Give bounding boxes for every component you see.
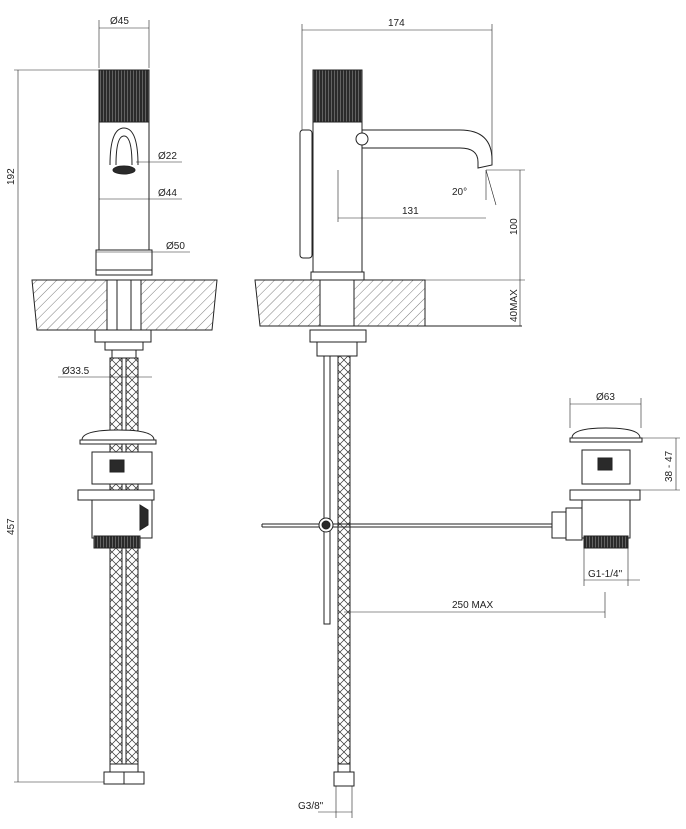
dim-body: Ø44 [99, 188, 182, 200]
dim-waste-range-label: 38 - 47 [664, 450, 675, 482]
front-view: Ø45 Ø22 Ø44 Ø50 [6, 16, 218, 785]
dim-height: 192 [6, 69, 99, 280]
pull-rod [323, 355, 331, 625]
dim-spout-reach: 131 [337, 170, 486, 222]
dim-total-height-label: 457 [6, 518, 17, 535]
dim-rod-length-label: 250 MAX [452, 600, 493, 611]
side-hose-nut [333, 771, 355, 787]
dim-spout-height-label: 100 [509, 218, 520, 235]
side-base [310, 271, 365, 281]
shank-side [319, 279, 355, 327]
dim-spout-reach-label: 131 [402, 206, 419, 217]
hose-right [125, 357, 139, 773]
waste-front [77, 429, 157, 549]
dim-height-label: 192 [6, 168, 17, 185]
dim-rod-length: 250 MAX [344, 592, 606, 618]
dim-lever-hole: Ø22 [136, 151, 182, 163]
dim-deck-thickness-label: 40MAX [509, 289, 520, 322]
fixing-nut-lower [104, 341, 144, 351]
dim-base: Ø50 [96, 241, 190, 253]
side-body [312, 121, 363, 276]
dim-spout-height: 100 [486, 169, 525, 280]
dim-top-diameter: Ø45 [98, 16, 150, 68]
dim-spout-angle-label: 20° [452, 187, 467, 198]
spout [361, 129, 493, 169]
waste-cap [571, 427, 641, 439]
lever-hole [109, 127, 139, 175]
side-hose [337, 355, 351, 773]
dim-lever-hole-label: Ø22 [158, 151, 177, 162]
dim-waste-thread-label: G1-1/4" [588, 569, 623, 580]
hose-nut-left [103, 771, 125, 785]
dim-waste-diameter: Ø63 [569, 392, 642, 428]
waste-body-lower [581, 499, 631, 539]
side-knurled-handle [312, 69, 363, 123]
dim-overall-width-label: 174 [388, 18, 405, 29]
hose-nut-right [123, 771, 145, 785]
dim-hose-thread: G3/8" [298, 786, 353, 818]
dim-shank-label: Ø33.5 [62, 366, 90, 377]
waste-detail: Ø63 38 - 47 G1-1/4" [551, 392, 680, 586]
knurled-handle [98, 69, 150, 123]
dim-top-diameter-label: Ø45 [110, 16, 129, 27]
dim-waste-range: 38 - 47 [640, 437, 680, 491]
side-view: 174 20° 131 100 [254, 18, 606, 818]
dim-total-height: 457 [6, 280, 110, 783]
dim-spout-angle: 20° [452, 169, 497, 206]
front-base [95, 249, 153, 276]
lever [299, 129, 313, 259]
dim-waste-thread: G1-1/4" [583, 548, 640, 586]
hose-left [109, 357, 123, 773]
dim-hose-thread-label: G3/8" [298, 801, 324, 812]
dim-deck-thickness: 40MAX [364, 279, 525, 326]
dim-waste-diameter-label: Ø63 [596, 392, 615, 403]
waste-flange [569, 489, 641, 501]
dim-body-label: Ø44 [158, 188, 177, 199]
dim-base-label: Ø50 [166, 241, 185, 252]
waste-thread [583, 535, 629, 549]
fixing-nut-side [309, 329, 367, 343]
fixing-nut-front [94, 329, 152, 343]
shank-front [106, 279, 142, 331]
